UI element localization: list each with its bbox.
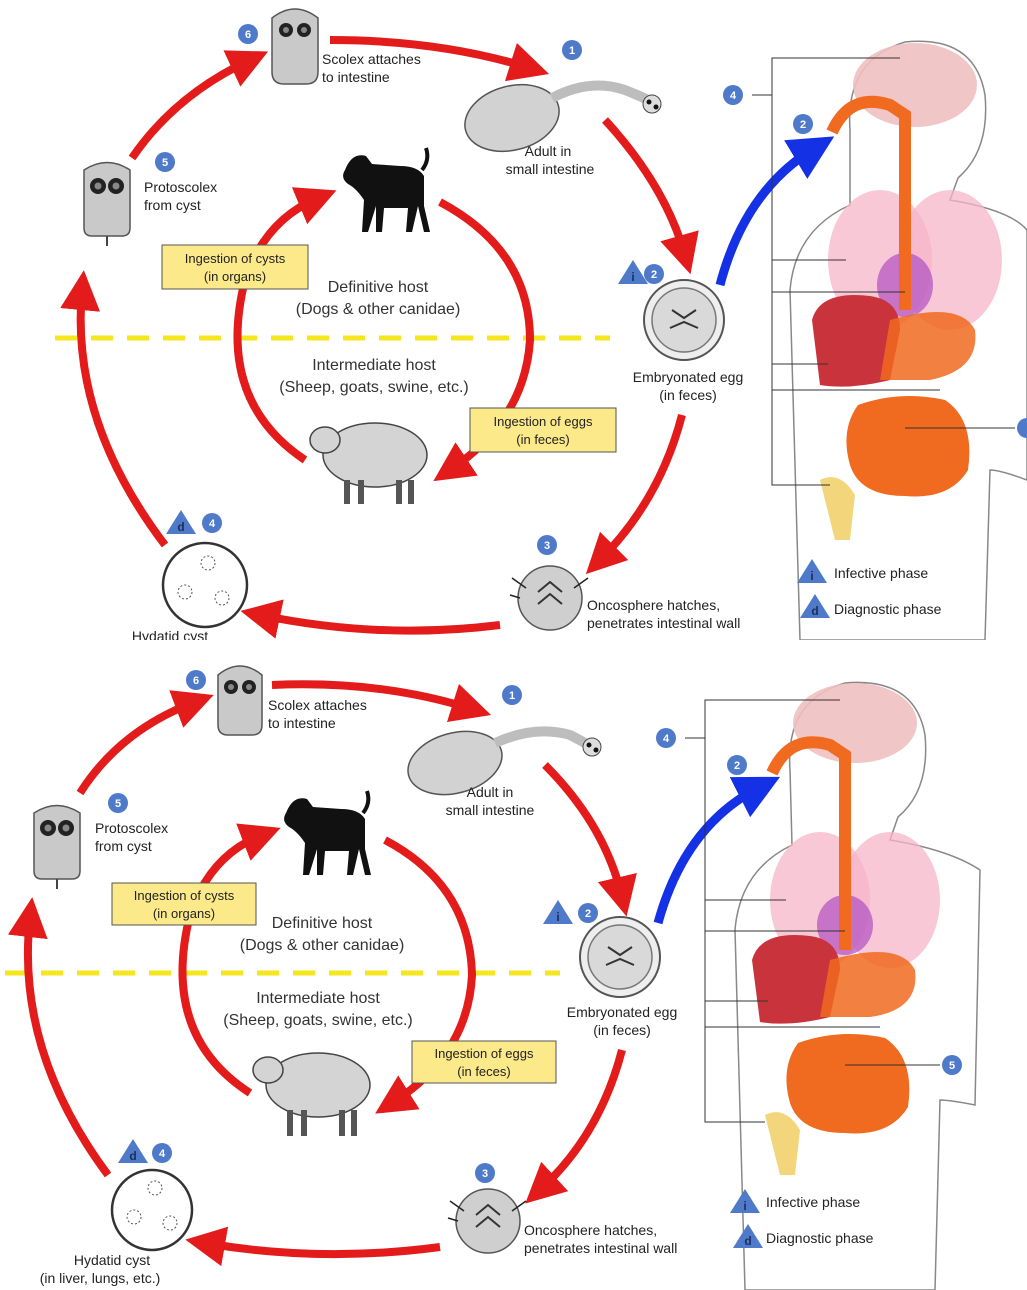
ingestion-cysts-line2: (in organs) bbox=[153, 906, 215, 921]
lifecycle-diagram-top: 6 Scolex attaches to intestine 1 Adult i… bbox=[0, 0, 1027, 640]
protoscolex-icon bbox=[34, 806, 80, 890]
step-number-1: 1 bbox=[509, 690, 515, 702]
arrow-3-to-4 bbox=[205, 1243, 440, 1254]
protoscolex-label-line1: Protoscolex bbox=[144, 179, 217, 195]
step-number-5: 5 bbox=[162, 157, 168, 169]
scolex-icon bbox=[218, 666, 262, 735]
step-number-2: 2 bbox=[585, 908, 591, 920]
protoscolex-label-line1: Protoscolex bbox=[95, 820, 168, 836]
intermediate-host-label-line2: (Sheep, goats, swine, etc.) bbox=[223, 1012, 412, 1029]
arrow-sheep-to-dog bbox=[238, 198, 319, 460]
ingestion-cysts-line2: (in organs) bbox=[204, 269, 266, 284]
sheep-icon bbox=[253, 1053, 370, 1136]
legend-infective-label: Infective phase bbox=[766, 1194, 860, 1210]
ingestion-cysts-line1: Ingestion of cysts bbox=[134, 888, 235, 903]
legend-diagnostic-label: Diagnostic phase bbox=[766, 1230, 874, 1246]
legend-diagnostic-label: Diagnostic phase bbox=[834, 601, 942, 617]
oncosphere-label-line1: Oncosphere hatches, bbox=[587, 597, 720, 613]
scolex-label-line1: Scolex attaches bbox=[268, 697, 367, 713]
human-marker-5-number: 5 bbox=[949, 1060, 955, 1072]
human-marker-4-number: 4 bbox=[730, 90, 737, 102]
adult-label-line2: small intestine bbox=[446, 802, 535, 818]
definitive-host-label-line2: (Dogs & other canidae) bbox=[240, 937, 405, 954]
arrow-1-to-2 bbox=[605, 120, 685, 255]
lifecycle-diagram-bottom: 6 Scolex attaches to intestine 1 Adult i… bbox=[0, 645, 1027, 1290]
protoscolex-icon bbox=[84, 163, 130, 247]
arrow-5-to-6 bbox=[132, 60, 250, 158]
scolex-icon bbox=[272, 9, 318, 84]
diagnostic-triangle-icon: d bbox=[118, 1139, 148, 1163]
ingestion-eggs-line1: Ingestion of eggs bbox=[434, 1046, 534, 1061]
dog-icon bbox=[284, 791, 371, 875]
step-number-3: 3 bbox=[482, 1168, 488, 1180]
egg-label-line2: (in feces) bbox=[659, 387, 717, 403]
arrow-1-to-2 bbox=[545, 765, 622, 897]
hydatid-cyst-icon bbox=[163, 543, 247, 627]
egg-label-line1: Embryonated egg bbox=[567, 1004, 678, 1020]
scolex-label-line1: Scolex attaches bbox=[322, 51, 421, 67]
cyst-label-line1: Hydatid cyst bbox=[74, 1252, 150, 1268]
egg-label-line2: (in feces) bbox=[593, 1022, 651, 1038]
oncosphere-icon bbox=[510, 566, 588, 630]
diagnostic-letter: d bbox=[129, 1149, 136, 1163]
legend-diagnostic-letter: d bbox=[744, 1234, 751, 1248]
legend-infective-label: Infective phase bbox=[834, 565, 928, 581]
human-marker-2-number: 2 bbox=[800, 119, 806, 131]
scolex-label-line2: to intestine bbox=[268, 715, 336, 731]
oncosphere-label-line2: penetrates intestinal wall bbox=[587, 615, 740, 631]
protoscolex-label-line2: from cyst bbox=[144, 197, 201, 213]
ingestion-eggs-line2: (in feces) bbox=[457, 1064, 510, 1079]
arrow-4-to-5 bbox=[28, 917, 108, 1175]
diagnostic-letter: d bbox=[177, 520, 184, 534]
step-number-6: 6 bbox=[193, 675, 199, 687]
intermediate-host-label-line1: Intermediate host bbox=[312, 357, 436, 374]
oncosphere-label-line1: Oncosphere hatches, bbox=[524, 1222, 657, 1238]
ingestion-eggs-line2: (in feces) bbox=[516, 432, 569, 447]
hydatid-cyst-icon bbox=[112, 1170, 192, 1250]
step-number-2: 2 bbox=[651, 269, 657, 281]
oncosphere-icon bbox=[448, 1189, 526, 1253]
infective-triangle-icon: i bbox=[618, 260, 648, 284]
legend-infective-letter: i bbox=[743, 1199, 746, 1213]
adult-label-line1: Adult in bbox=[467, 784, 514, 800]
human-marker-2-number: 2 bbox=[734, 760, 740, 772]
scolex-label-line2: to intestine bbox=[322, 69, 390, 85]
step-number-5: 5 bbox=[115, 798, 121, 810]
oncosphere-label-line2: penetrates intestinal wall bbox=[524, 1240, 677, 1256]
legend-infective-letter: i bbox=[810, 569, 813, 583]
intermediate-host-label-line1: Intermediate host bbox=[256, 990, 380, 1007]
step-number-4: 4 bbox=[159, 1148, 166, 1160]
adult-label-line1: Adult in bbox=[525, 143, 572, 159]
arrow-4-to-5 bbox=[81, 290, 165, 545]
arrow-5-to-6 bbox=[80, 702, 195, 793]
step-number-3: 3 bbox=[544, 540, 550, 552]
step-number-6: 6 bbox=[245, 29, 251, 41]
human-body-icon bbox=[790, 41, 1027, 640]
ingestion-eggs-line1: Ingestion of eggs bbox=[493, 414, 593, 429]
egg-label-line1: Embryonated egg bbox=[633, 369, 744, 385]
arrow-3-to-4 bbox=[260, 615, 500, 631]
dog-icon bbox=[343, 148, 430, 232]
infective-letter: i bbox=[556, 910, 559, 924]
arrow-sheep-to-dog bbox=[183, 835, 263, 1093]
embryonated-egg-icon bbox=[644, 280, 724, 360]
intermediate-host-label-line2: (Sheep, goats, swine, etc.) bbox=[279, 379, 468, 396]
adult-label-line2: small intestine bbox=[506, 161, 595, 177]
definitive-host-label-line2: (Dogs & other canidae) bbox=[296, 301, 461, 318]
human-marker-4-number: 4 bbox=[663, 733, 670, 745]
infective-letter: i bbox=[631, 270, 634, 284]
cyst-label-line1: Hydatid cyst bbox=[132, 628, 208, 640]
protoscolex-label-line2: from cyst bbox=[95, 838, 152, 854]
cyst-label-line2: (in liver, lungs, etc.) bbox=[40, 1270, 161, 1286]
ingestion-cysts-line1: Ingestion of cysts bbox=[185, 251, 286, 266]
infective-triangle-icon: i bbox=[543, 900, 573, 924]
sheep-icon bbox=[310, 423, 427, 504]
step-number-1: 1 bbox=[569, 45, 575, 57]
legend-diagnostic-letter: d bbox=[811, 604, 818, 618]
definitive-host-label-line1: Definitive host bbox=[272, 915, 373, 932]
step-number-4: 4 bbox=[209, 518, 216, 530]
embryonated-egg-icon bbox=[580, 917, 660, 997]
diagnostic-triangle-icon: d bbox=[166, 510, 196, 534]
definitive-host-label-line1: Definitive host bbox=[328, 279, 429, 296]
